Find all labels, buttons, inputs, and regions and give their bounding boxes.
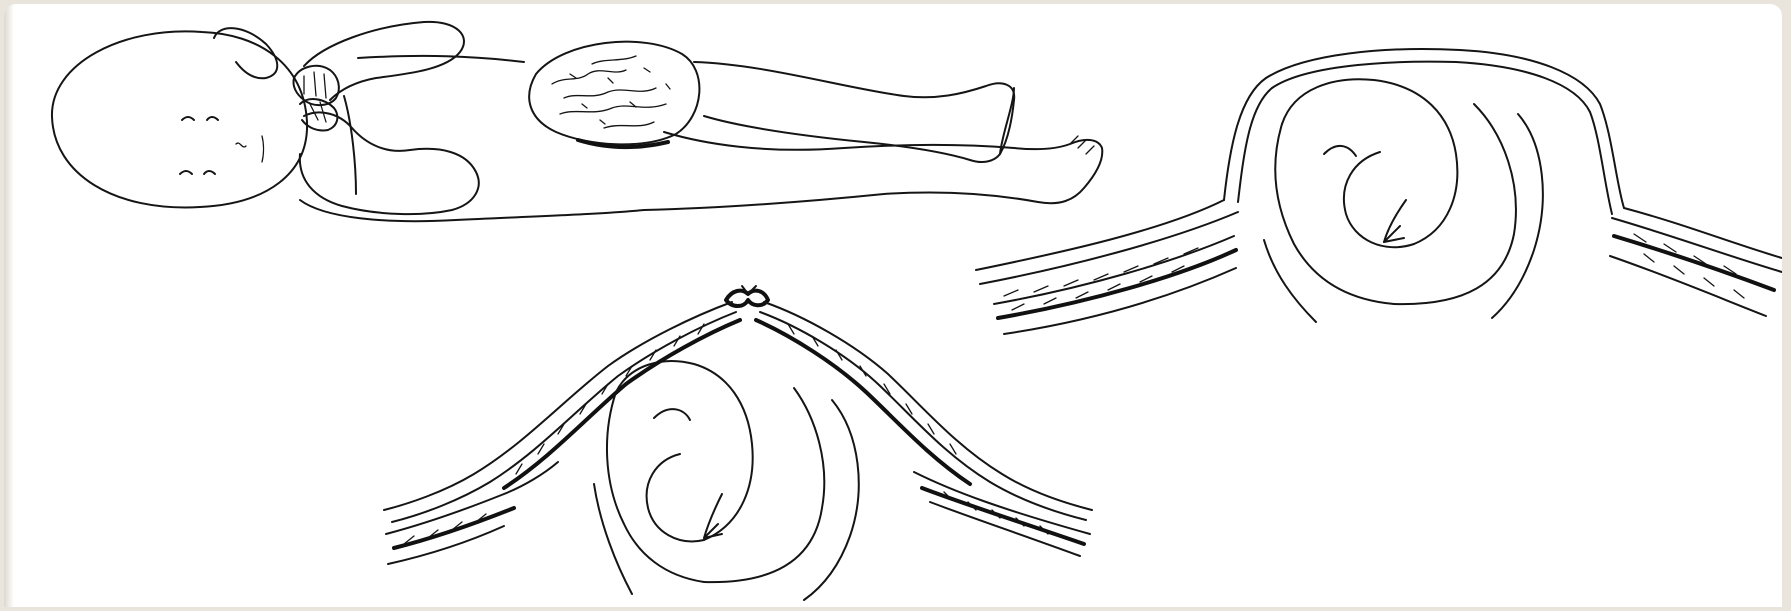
infant-upper-arm [304, 22, 464, 100]
abdominal-sac [529, 42, 699, 147]
infant-ear [214, 28, 277, 78]
infant-nose [236, 143, 246, 147]
infant-mouth [262, 136, 264, 162]
cross-section-sutured [384, 286, 1092, 600]
infant-eye-2 [180, 171, 215, 174]
infant-lower-arm [300, 112, 479, 214]
infant-figure [52, 22, 1102, 221]
illustration-frame [4, 4, 1782, 607]
cross-section-skin-flaps [976, 49, 1782, 334]
medical-illustration [4, 4, 1782, 607]
infant-eye-1 [182, 117, 218, 120]
infant-head [52, 31, 307, 207]
